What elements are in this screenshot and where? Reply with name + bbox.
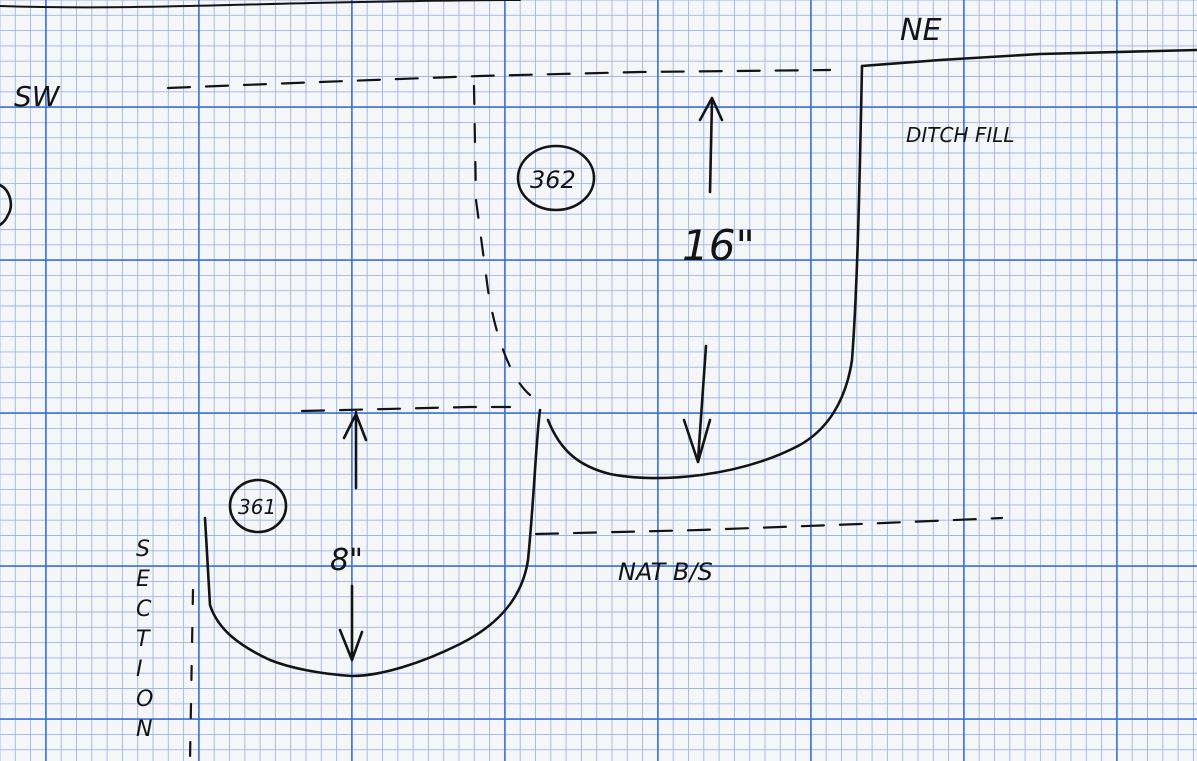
feature-361-top-dashed-line xyxy=(300,405,512,413)
section-letter: S xyxy=(136,537,150,562)
section-letter: E xyxy=(136,567,150,592)
label-feature-362: 362 xyxy=(530,166,576,194)
label-depth-16: 16" xyxy=(682,221,755,270)
feature-362-dashed-edge xyxy=(472,84,532,397)
depth-8-arrow-down xyxy=(338,584,364,662)
label-sw: SW xyxy=(14,80,61,113)
section-letter: T xyxy=(136,627,151,652)
depth-16-arrow-down xyxy=(682,344,712,464)
partial-feature-circle xyxy=(0,183,13,227)
feature-362-circle xyxy=(516,144,596,212)
label-ne: NE xyxy=(900,13,941,48)
section-letter: O xyxy=(136,687,153,712)
section-letter: C xyxy=(136,597,152,622)
ditch-fill-surface-line xyxy=(860,48,1197,68)
depth-8-arrow-up xyxy=(342,410,368,490)
section-letter: N xyxy=(136,717,152,742)
feature-362-profile xyxy=(546,64,864,480)
label-feature-361: 361 xyxy=(238,495,276,519)
label-nat-bs: NAT B/S xyxy=(618,558,713,586)
sheet-top-edge xyxy=(0,0,521,9)
section-line xyxy=(188,588,195,761)
section-letter: I xyxy=(136,657,143,682)
label-ditch-fill: DITCH FILL xyxy=(906,123,1015,147)
feature-361-circle xyxy=(228,478,288,534)
natural-bs-dashed-line xyxy=(534,516,1004,536)
depth-16-arrow-up xyxy=(698,96,724,194)
label-depth-8: 8" xyxy=(330,543,363,578)
feature-361-profile xyxy=(203,408,542,678)
upper-surface-dashed-line xyxy=(166,68,832,90)
